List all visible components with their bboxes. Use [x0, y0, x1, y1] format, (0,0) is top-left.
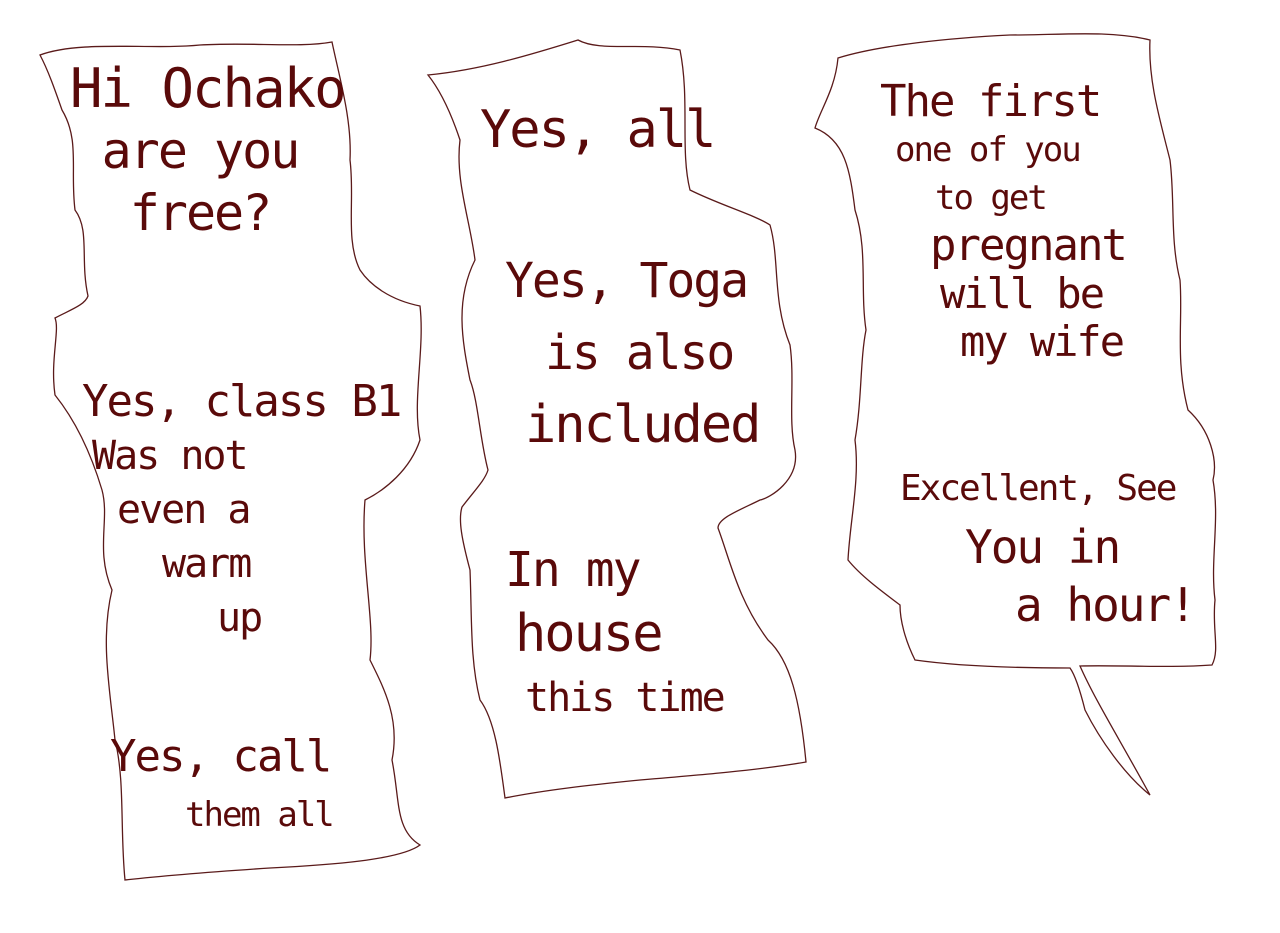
text-line: Yes, Toga [505, 253, 749, 309]
text-line: this time [525, 675, 726, 721]
bubble-left-text-1: Hi Ochako are you free? [70, 57, 347, 244]
text-line: Yes, call [110, 731, 332, 782]
text-line: free? [129, 184, 273, 242]
bubble-right-text-1: The first one of you to get pregnant wil… [870, 78, 1170, 366]
speech-bubble-right [814, 33, 1217, 796]
text-line: a hour! [1015, 578, 1197, 632]
text-line: are you [101, 122, 301, 180]
text-line: one of you [895, 130, 1082, 170]
text-line: even a [117, 487, 252, 533]
text-line: is also [545, 325, 735, 381]
text-line: my wife [960, 317, 1125, 366]
text-line: them all [185, 795, 335, 835]
text-line: Excellent, See [900, 468, 1177, 509]
bubble-left-text-2: Yes, class B1 Was not even a warm up [82, 375, 422, 645]
text-line: warm [162, 541, 252, 587]
bubble-middle-text-3: In my house this time [505, 538, 785, 730]
text-line: Yes, all [480, 100, 716, 160]
text-line: will be [940, 269, 1105, 318]
text-line: house [515, 604, 664, 664]
text-line: to get [935, 178, 1048, 218]
speech-bubble-middle [426, 39, 807, 799]
text-line: pregnant [930, 220, 1128, 271]
text-line: The first [880, 76, 1102, 127]
text-line: Hi Ochako [70, 57, 347, 120]
text-line: Was not [92, 433, 249, 479]
text-line: up [217, 595, 263, 641]
bubble-left-text-3: Yes, call them all [110, 728, 410, 844]
text-line: Yes, class B1 [82, 376, 402, 427]
text-line: included [525, 395, 761, 455]
bubble-right-text-2: Excellent, See You in a hour! [900, 460, 1200, 634]
text-line: In my [505, 542, 642, 598]
bubble-middle-text-1: Yes, all [480, 100, 716, 160]
text-line: You in [965, 520, 1121, 574]
speech-bubble-left [39, 41, 422, 881]
bubble-middle-text-2: Yes, Toga is also included [505, 245, 775, 461]
